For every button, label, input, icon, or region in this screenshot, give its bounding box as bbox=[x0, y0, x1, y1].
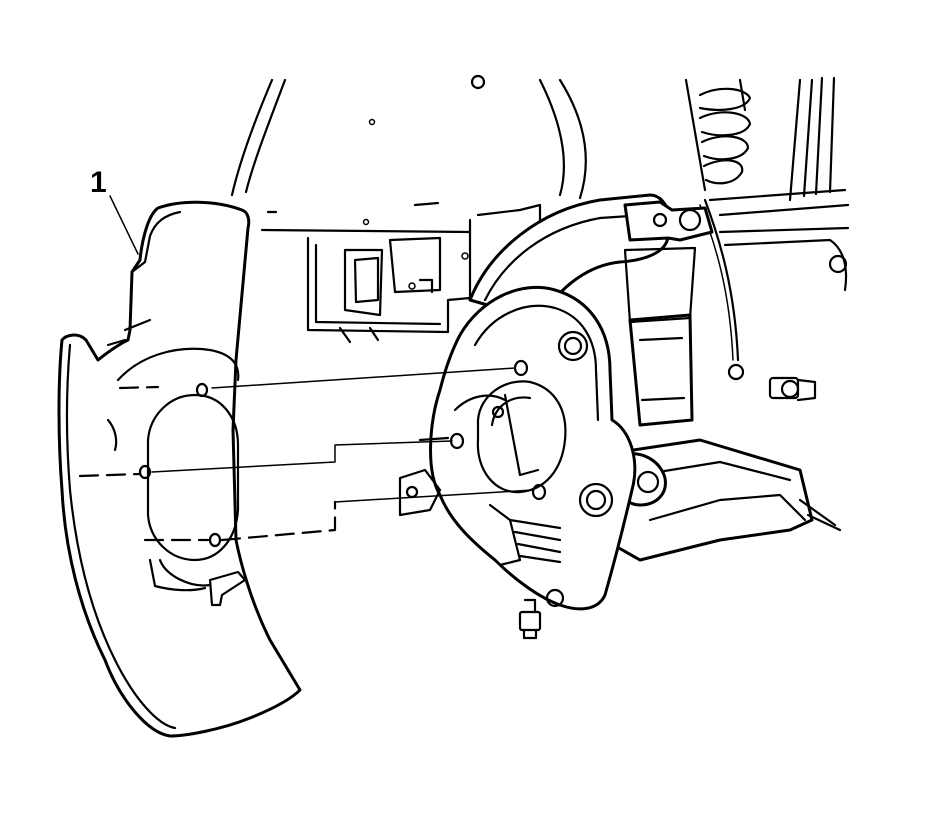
vehicle-frame bbox=[230, 74, 850, 402]
shock-absorber bbox=[623, 246, 697, 427]
callout-1: 1 bbox=[90, 166, 139, 255]
brake-shield bbox=[57, 200, 302, 738]
lower-control-arm bbox=[598, 438, 842, 562]
frame-bracket bbox=[306, 203, 542, 344]
alignment-lines bbox=[78, 367, 534, 542]
callout-label: 1 bbox=[90, 166, 107, 199]
steering-knuckle bbox=[398, 285, 637, 640]
coil-spring bbox=[684, 78, 752, 192]
